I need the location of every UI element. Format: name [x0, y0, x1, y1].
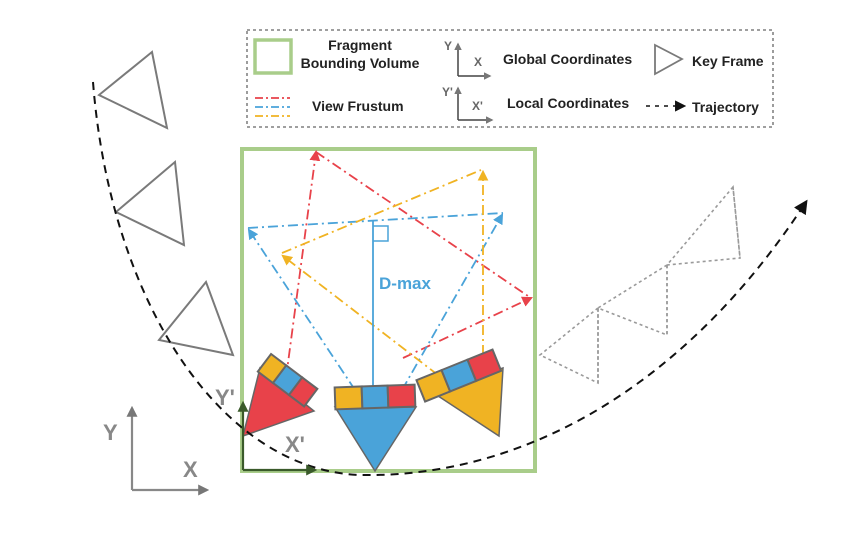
local-y-label: Y' [215, 385, 235, 410]
local-coordinate-axes [237, 400, 318, 476]
fragment-bounding-volume [240, 147, 537, 473]
local-x-label: X' [285, 432, 305, 457]
d-max-indicator [372, 220, 389, 386]
key-frames-left [97, 50, 235, 357]
view-frustum-blue [247, 212, 504, 391]
legend-local-y: Y' [442, 85, 453, 99]
camera-blue [333, 383, 418, 473]
legend-bounding-volume-label: Bounding Volume [301, 55, 420, 71]
view-frustum-yellow [281, 169, 489, 376]
key-frame-icon [596, 263, 668, 337]
key-frame-icon [538, 306, 599, 385]
key-frame-icon [157, 280, 235, 357]
global-coordinates-icon [454, 42, 492, 80]
key-frame-icon [114, 160, 186, 247]
camera-blue-sensor-bar [333, 383, 417, 411]
key-frame-icon [665, 185, 741, 266]
camera-trajectory [92, 81, 808, 477]
camera-red-sensor-bar [256, 352, 319, 408]
view-frustum-swatch [255, 97, 290, 117]
key-frame-icon [654, 43, 684, 76]
camera-red [241, 352, 319, 438]
key-frames-right-dotted [538, 185, 741, 385]
legend-local-coordinates-label: Local Coordinates [507, 95, 629, 111]
legend-global-y: Y [444, 39, 452, 53]
legend-view-frustum-label: View Frustum [312, 98, 404, 114]
legend-key-frame-label: Key Frame [692, 53, 764, 69]
global-y-label: Y [103, 420, 118, 445]
legend-fragment-label: Fragment [328, 37, 392, 53]
legend-global-coordinates-label: Global Coordinates [503, 51, 632, 67]
legend: Fragment Bounding Volume View Frustum Y … [246, 29, 774, 128]
global-x-label: X [183, 457, 198, 482]
camera-yellow [415, 348, 504, 438]
key-frame-icon [97, 50, 169, 130]
camera-yellow-sensor-bar [415, 348, 503, 403]
legend-trajectory-label: Trajectory [692, 99, 759, 115]
local-coordinates-icon [454, 86, 494, 124]
right-angle-marker [373, 225, 389, 242]
bounding-volume-swatch [253, 38, 293, 75]
global-coordinate-axes [126, 405, 210, 496]
view-frustum-red [285, 149, 533, 379]
d-max-label: D-max [379, 274, 432, 293]
legend-global-x: X [474, 55, 482, 69]
legend-local-x: X' [472, 99, 483, 113]
